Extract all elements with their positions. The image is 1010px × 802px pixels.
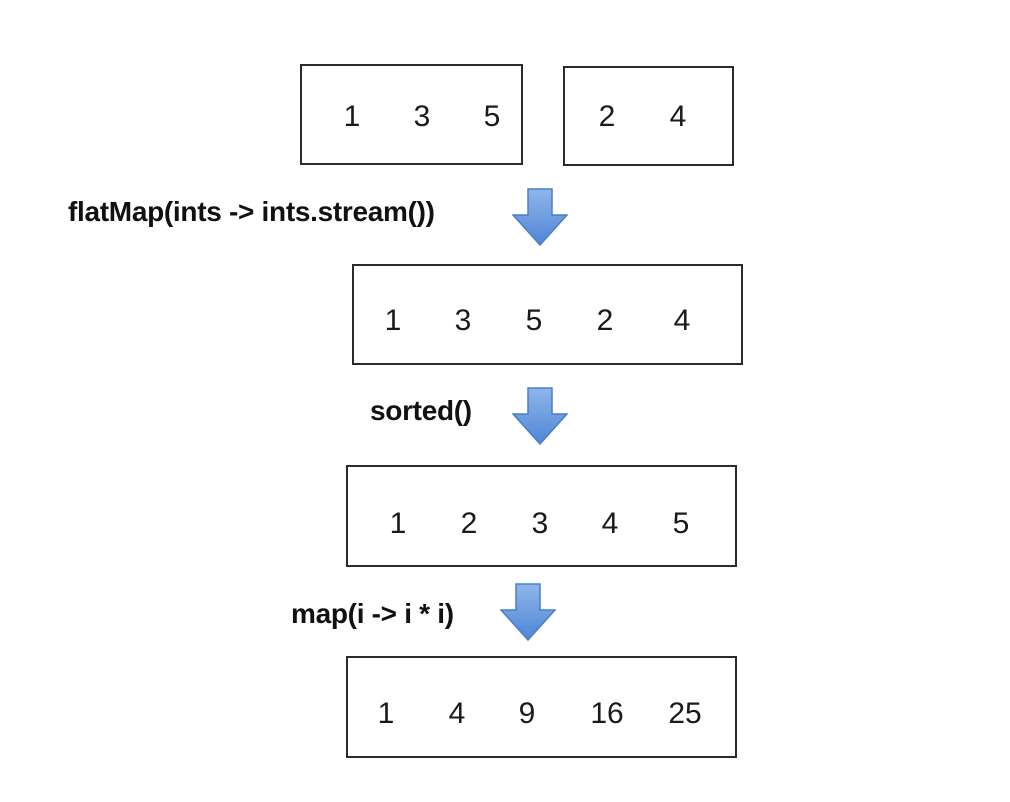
list-value: 4	[601, 507, 619, 540]
list-value: 5	[483, 100, 501, 133]
list-value: 1	[384, 304, 402, 337]
list-value: 4	[673, 304, 691, 337]
list-value: 2	[598, 100, 616, 133]
list-value: 4	[448, 697, 466, 730]
list-value: 9	[518, 697, 536, 730]
flatmap-operation-label: flatMap(ints -> ints.stream())	[68, 196, 435, 227]
list-value: 3	[413, 100, 431, 133]
sorted-result-box: 1 2 3 4 5	[346, 465, 737, 567]
list-value: 16	[590, 697, 624, 730]
map-result-box: 1 4 9 16 25	[346, 656, 737, 758]
input-list-box-1: 1 3 5	[300, 64, 523, 165]
list-value: 5	[672, 507, 690, 540]
list-value: 3	[531, 507, 549, 540]
map-operation-label: map(i -> i * i)	[291, 598, 454, 629]
down-arrow-icon	[500, 583, 556, 641]
list-value: 25	[668, 697, 702, 730]
list-value: 2	[460, 507, 478, 540]
down-arrow-icon	[512, 387, 568, 445]
flatmap-result-box: 1 3 5 2 4	[352, 264, 743, 365]
list-value: 1	[389, 507, 407, 540]
list-value: 2	[596, 304, 614, 337]
sorted-operation-label: sorted()	[370, 395, 472, 426]
down-arrow-icon	[512, 188, 568, 246]
list-value: 1	[343, 100, 361, 133]
list-value: 5	[525, 304, 543, 337]
list-value: 4	[669, 100, 687, 133]
list-value: 3	[454, 304, 472, 337]
list-value: 1	[377, 697, 395, 730]
input-list-box-2: 2 4	[563, 66, 734, 166]
